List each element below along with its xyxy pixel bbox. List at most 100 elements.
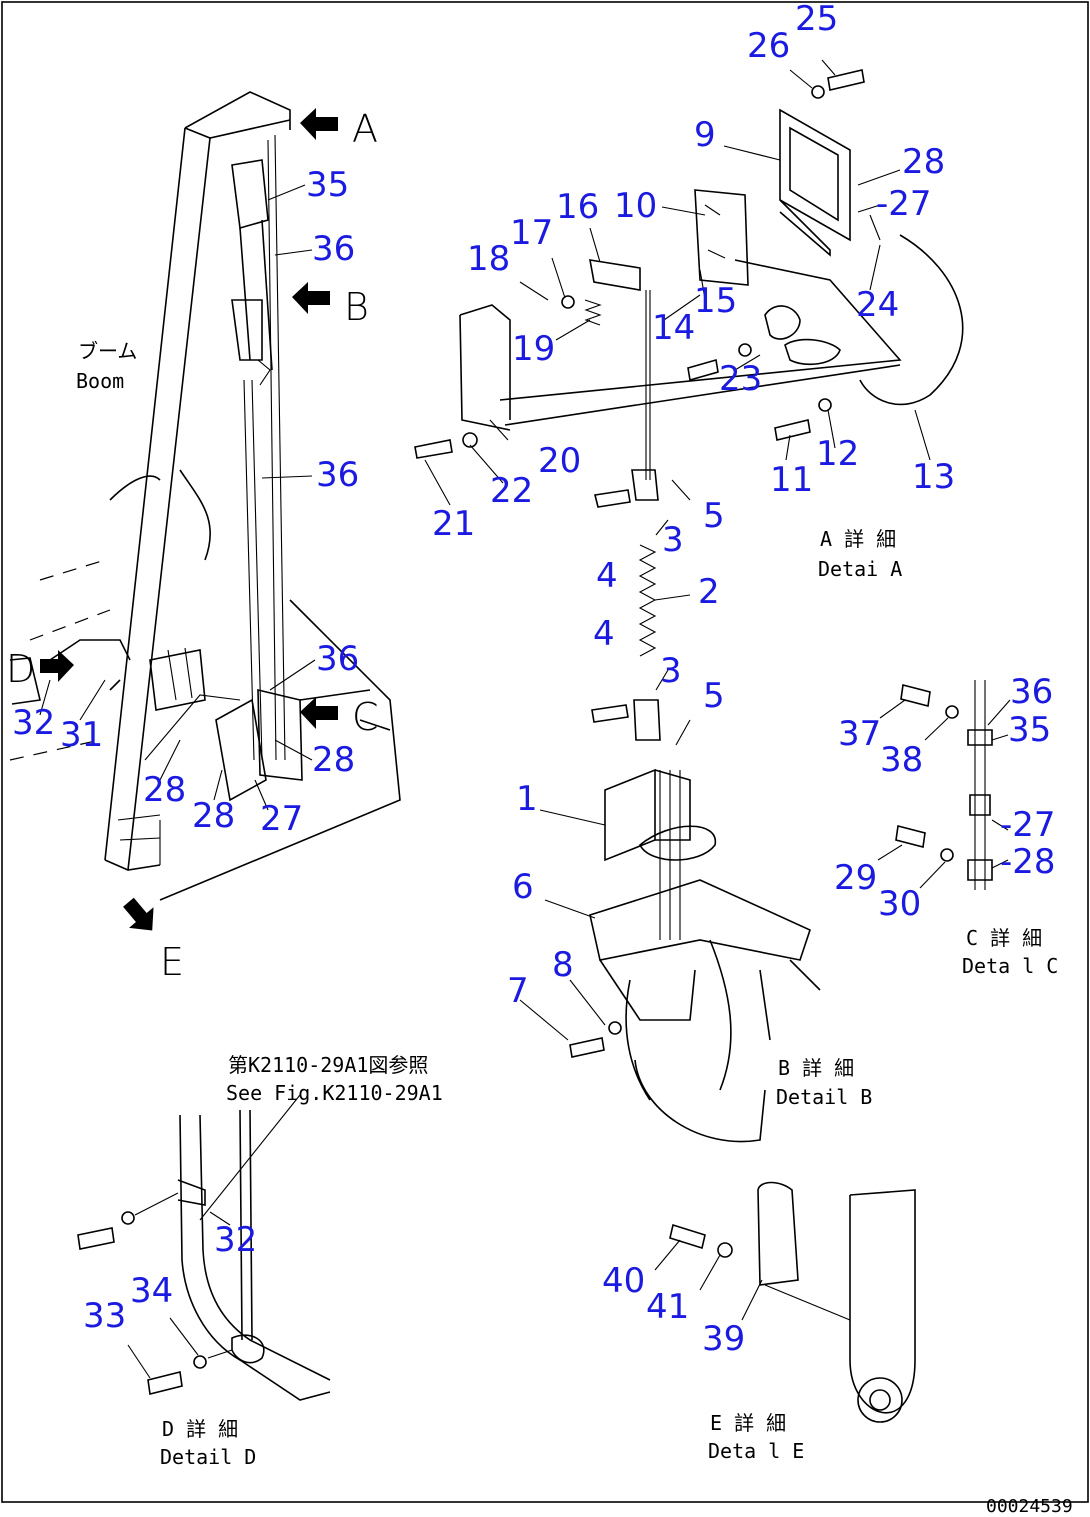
detail-d-drawing (77, 1094, 331, 1401)
callout-1: 1 (516, 779, 538, 819)
arrow-e-icon (123, 897, 154, 931)
arrow-b-icon (292, 282, 330, 314)
callout-36a: 36 (312, 229, 355, 269)
callout-25: 25 (795, 0, 838, 39)
callout-3b: 3 (660, 651, 682, 691)
callout-28e: -28 (1000, 842, 1056, 882)
callout-33: 33 (83, 1296, 126, 1336)
view-letters: A B C D E (6, 107, 379, 984)
view-letter-d: D (6, 647, 35, 691)
detail-b-caption-jp: B 詳 細 (778, 1056, 854, 1080)
bolt-25-icon (827, 69, 865, 91)
detail-c-caption-jp: C 詳 細 (966, 926, 1042, 950)
callout-6: 6 (512, 867, 534, 907)
callout-31: 31 (60, 715, 103, 755)
view-letter-a: A (352, 107, 378, 151)
detail-c-caption-en: Deta l C (962, 954, 1058, 978)
callout-5a: 5 (703, 496, 725, 536)
callout-16: 16 (556, 187, 599, 227)
arrow-c-icon (300, 697, 338, 729)
callout-36b: 36 (316, 455, 359, 495)
callout-10: 10 (614, 186, 657, 226)
callout-21: 21 (432, 504, 475, 544)
bolt-29-icon (895, 825, 926, 848)
arrow-a-icon (300, 108, 338, 140)
washer-26-icon (811, 85, 825, 99)
bolt-7-icon (569, 1037, 605, 1058)
callout-37: 37 (838, 714, 881, 754)
callout-11: 11 (770, 460, 813, 500)
callout-4b: 4 (593, 614, 615, 654)
detail-e-drawing (654, 1181, 916, 1423)
callout-41: 41 (646, 1287, 689, 1327)
detail-e-caption-jp: E 詳 細 (710, 1411, 786, 1435)
bolt-11-icon (774, 419, 811, 441)
detail-d-caption-jp: D 詳 細 (162, 1417, 238, 1441)
callout-27b: 27 (260, 799, 303, 839)
bolt-d-top-icon (77, 1227, 115, 1250)
callout-27a: -27 (876, 184, 932, 224)
detail-a-drawing (414, 59, 964, 506)
callout-24: 24 (856, 285, 899, 325)
callout-23: 23 (719, 359, 762, 399)
callout-9: 9 (694, 115, 716, 155)
callout-8: 8 (552, 945, 574, 985)
bolt-23-icon (687, 358, 719, 382)
callout-2: 2 (698, 572, 720, 612)
callout-35b: 35 (1008, 710, 1051, 750)
detail-b-drawing (519, 469, 821, 1143)
callout-32a: 32 (12, 703, 55, 743)
callout-28a: 28 (902, 142, 945, 182)
boom-drawing (9, 91, 401, 931)
boom-caption-en: Boom (76, 369, 124, 393)
callout-15: 15 (694, 281, 737, 321)
detail-a-caption-jp: A 詳 細 (820, 527, 896, 551)
callout-28c: 28 (192, 796, 235, 836)
bolt-4b-icon (591, 704, 629, 723)
bolt-21-icon (414, 439, 453, 459)
callout-35a: 35 (306, 165, 349, 205)
callout-34: 34 (130, 1271, 173, 1311)
bolt-37-icon (900, 684, 931, 707)
arrow-d-icon (40, 650, 74, 682)
bolt-40-icon (669, 1223, 706, 1250)
callout-36c: 36 (316, 639, 359, 679)
drawing-id: 00024539 (986, 1496, 1073, 1517)
detail-b-caption-en: Detail B (776, 1085, 872, 1109)
callout-38: 38 (880, 740, 923, 780)
callout-3a: 3 (662, 520, 684, 560)
callout-28b: 28 (312, 740, 355, 780)
callout-29: 29 (834, 858, 877, 898)
callout-26: 26 (747, 26, 790, 66)
callout-28d: 28 (143, 770, 186, 810)
callout-5b: 5 (703, 676, 725, 716)
detail-d-caption-en: Detail D (160, 1445, 256, 1469)
detail-a-caption-en: Detai A (818, 557, 902, 581)
view-letter-c: C (352, 695, 379, 739)
reference-caption-en: See Fig.K2110-29A1 (226, 1081, 443, 1105)
detail-c-drawing (877, 680, 1011, 890)
callout-32b: 32 (214, 1220, 257, 1260)
callout-18: 18 (467, 239, 510, 279)
callout-7: 7 (507, 971, 529, 1011)
bolt-33-icon (147, 1371, 183, 1395)
callout-27c: -27 (1000, 805, 1056, 845)
boom-caption-jp: ブーム (78, 339, 137, 363)
reference-caption-jp: 第K2110-29A1図参照 (228, 1053, 428, 1077)
callout-19: 19 (512, 329, 555, 369)
callout-4a: 4 (596, 556, 618, 596)
callout-numbers: 1 2 3 3 4 4 5 5 6 7 8 9 10 11 12 13 14 1… (12, 0, 1056, 1359)
callout-14: 14 (652, 308, 695, 348)
callout-39: 39 (702, 1319, 745, 1359)
callout-30: 30 (878, 884, 921, 924)
view-letter-e: E (160, 940, 184, 984)
captions: ブーム Boom A 詳 細 Detai A B 詳 細 Detail B C … (76, 339, 1073, 1517)
callout-40: 40 (602, 1261, 645, 1301)
view-letter-b: B (344, 285, 369, 329)
callout-36d: 36 (1010, 672, 1053, 712)
callout-13: 13 (912, 457, 955, 497)
callout-17: 17 (510, 213, 553, 253)
